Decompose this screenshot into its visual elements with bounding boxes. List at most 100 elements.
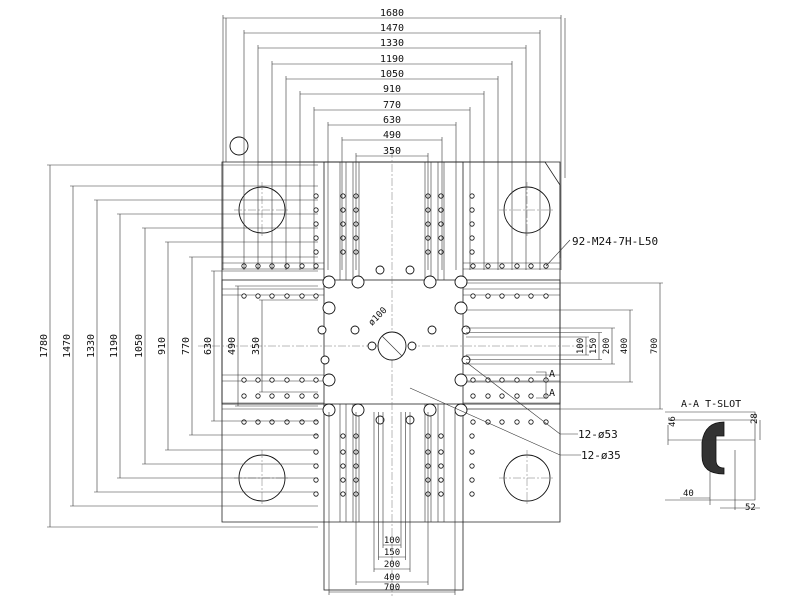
top-dim-text-8: 630 bbox=[383, 115, 401, 126]
bolt-hole-112 bbox=[469, 207, 475, 213]
bolt-hole-43 bbox=[470, 393, 476, 399]
bolt-hole-118 bbox=[469, 463, 475, 469]
small-hole-7 bbox=[375, 415, 385, 425]
large-hole-5 bbox=[322, 301, 336, 315]
bolt-hole-42 bbox=[313, 393, 319, 399]
bolt-hole-103 bbox=[438, 221, 444, 227]
bolt-hole-105 bbox=[438, 249, 444, 255]
bolt-hole-20 bbox=[485, 293, 491, 299]
bolt-hole-77 bbox=[340, 449, 346, 455]
bolt-hole-19 bbox=[470, 293, 476, 299]
bolt-hole-11 bbox=[528, 263, 534, 269]
bolt-hole-109 bbox=[438, 477, 444, 483]
bolt-hole-47 bbox=[528, 393, 534, 399]
bolt-hole-101 bbox=[438, 193, 444, 199]
top-dim-text-4: 1190 bbox=[380, 54, 404, 65]
bolt-hole-72 bbox=[340, 207, 346, 213]
bolt-hole-8 bbox=[485, 263, 491, 269]
bolt-hole-78 bbox=[340, 463, 346, 469]
bolt-hole-44 bbox=[485, 393, 491, 399]
bolt-hole-29 bbox=[299, 377, 305, 383]
large-hole-4 bbox=[454, 275, 468, 289]
right-dim-text-4: 400 bbox=[620, 338, 630, 354]
section-mark-bottom: A bbox=[549, 388, 555, 399]
bolt-hole-51 bbox=[269, 419, 275, 425]
frame-top-edges bbox=[225, 18, 566, 178]
bolt-hole-49 bbox=[241, 419, 247, 425]
bolt-hole-9 bbox=[499, 263, 505, 269]
bolt-hole-60 bbox=[543, 419, 549, 425]
bolt-hole-52 bbox=[284, 419, 290, 425]
bottom-dim-text-3: 200 bbox=[384, 560, 400, 570]
small-hole-1 bbox=[375, 265, 385, 275]
center-bore-hatch bbox=[381, 335, 403, 357]
bolt-hole-30 bbox=[313, 377, 319, 383]
bolt-hole-34 bbox=[514, 377, 520, 383]
left-dim-text-2: 1470 bbox=[62, 334, 73, 358]
bolt-hole-76 bbox=[340, 433, 346, 439]
bolt-hole-114 bbox=[469, 235, 475, 241]
small-hole-4 bbox=[427, 325, 437, 335]
bolt-hole-107 bbox=[438, 449, 444, 455]
bolt-hole-28 bbox=[284, 377, 290, 383]
small-hole-9 bbox=[367, 341, 377, 351]
section-dim-28: 28 bbox=[750, 413, 760, 424]
left-dim-text-1: 1780 bbox=[39, 334, 50, 358]
left-dim-text-6: 910 bbox=[157, 337, 168, 355]
large-hole-7 bbox=[322, 373, 336, 387]
bolt-hole-108 bbox=[438, 463, 444, 469]
small-hole-2 bbox=[405, 265, 415, 275]
bolt-hole-53 bbox=[299, 419, 305, 425]
bolt-hole-17 bbox=[299, 293, 305, 299]
large-hole-2 bbox=[351, 275, 365, 289]
small-hole-3 bbox=[350, 325, 360, 335]
top-dim-text-1: 1680 bbox=[380, 8, 404, 19]
bolt-hole-104 bbox=[438, 235, 444, 241]
large-hole-leader bbox=[465, 361, 578, 435]
bolt-hole-58 bbox=[514, 419, 520, 425]
left-dim-text-3: 1330 bbox=[86, 334, 97, 358]
bolt-hole-7 bbox=[470, 263, 476, 269]
section-dim-40: 40 bbox=[683, 489, 694, 499]
bolt-hole-38 bbox=[255, 393, 261, 399]
large-hole-callout: 12-ø53 bbox=[578, 428, 618, 441]
bolt-hole-16 bbox=[284, 293, 290, 299]
top-dim-text-7: 770 bbox=[383, 100, 401, 111]
bolt-hole-27 bbox=[269, 377, 275, 383]
small-hole-6 bbox=[461, 355, 471, 365]
small-hole-5 bbox=[320, 355, 330, 365]
bolt-hole-5 bbox=[299, 263, 305, 269]
bolt-hole-80 bbox=[340, 491, 346, 497]
mounting-holes bbox=[229, 136, 555, 506]
top-dim-text-2: 1470 bbox=[380, 23, 404, 34]
bolt-hole-111 bbox=[469, 193, 475, 199]
bolt-hole-75 bbox=[340, 249, 346, 255]
small-hole-callout: 12-ø35 bbox=[581, 449, 621, 462]
large-hole-8 bbox=[454, 373, 468, 387]
bolt-hole-116 bbox=[469, 433, 475, 439]
horizontal-plate-band bbox=[221, 279, 561, 405]
right-dim-text-2: 150 bbox=[589, 338, 599, 354]
bolt-hole-65 bbox=[313, 249, 319, 255]
right-dim-text-5: 700 bbox=[650, 338, 660, 354]
small-hole-11 bbox=[317, 325, 327, 335]
bolt-hole-21 bbox=[499, 293, 505, 299]
bolt-hole-26 bbox=[255, 377, 261, 383]
section-cut-marker bbox=[536, 371, 547, 399]
bolt-hole-119 bbox=[469, 477, 475, 483]
bottom-dim-text-4: 400 bbox=[384, 573, 400, 583]
bolt-hole-102 bbox=[438, 207, 444, 213]
bolt-hole-31 bbox=[470, 377, 476, 383]
bolt-hole-33 bbox=[499, 377, 505, 383]
bolt-hole-59 bbox=[528, 419, 534, 425]
large-hole-3 bbox=[423, 275, 437, 289]
bolt-hole-37 bbox=[241, 393, 247, 399]
lifting-hole bbox=[229, 136, 249, 156]
bolt-hole-73 bbox=[340, 221, 346, 227]
bolt-hole-67 bbox=[313, 449, 319, 455]
bolt-hole-110 bbox=[438, 491, 444, 497]
bolt-hole-66 bbox=[313, 433, 319, 439]
bolt-hole-57 bbox=[499, 419, 505, 425]
